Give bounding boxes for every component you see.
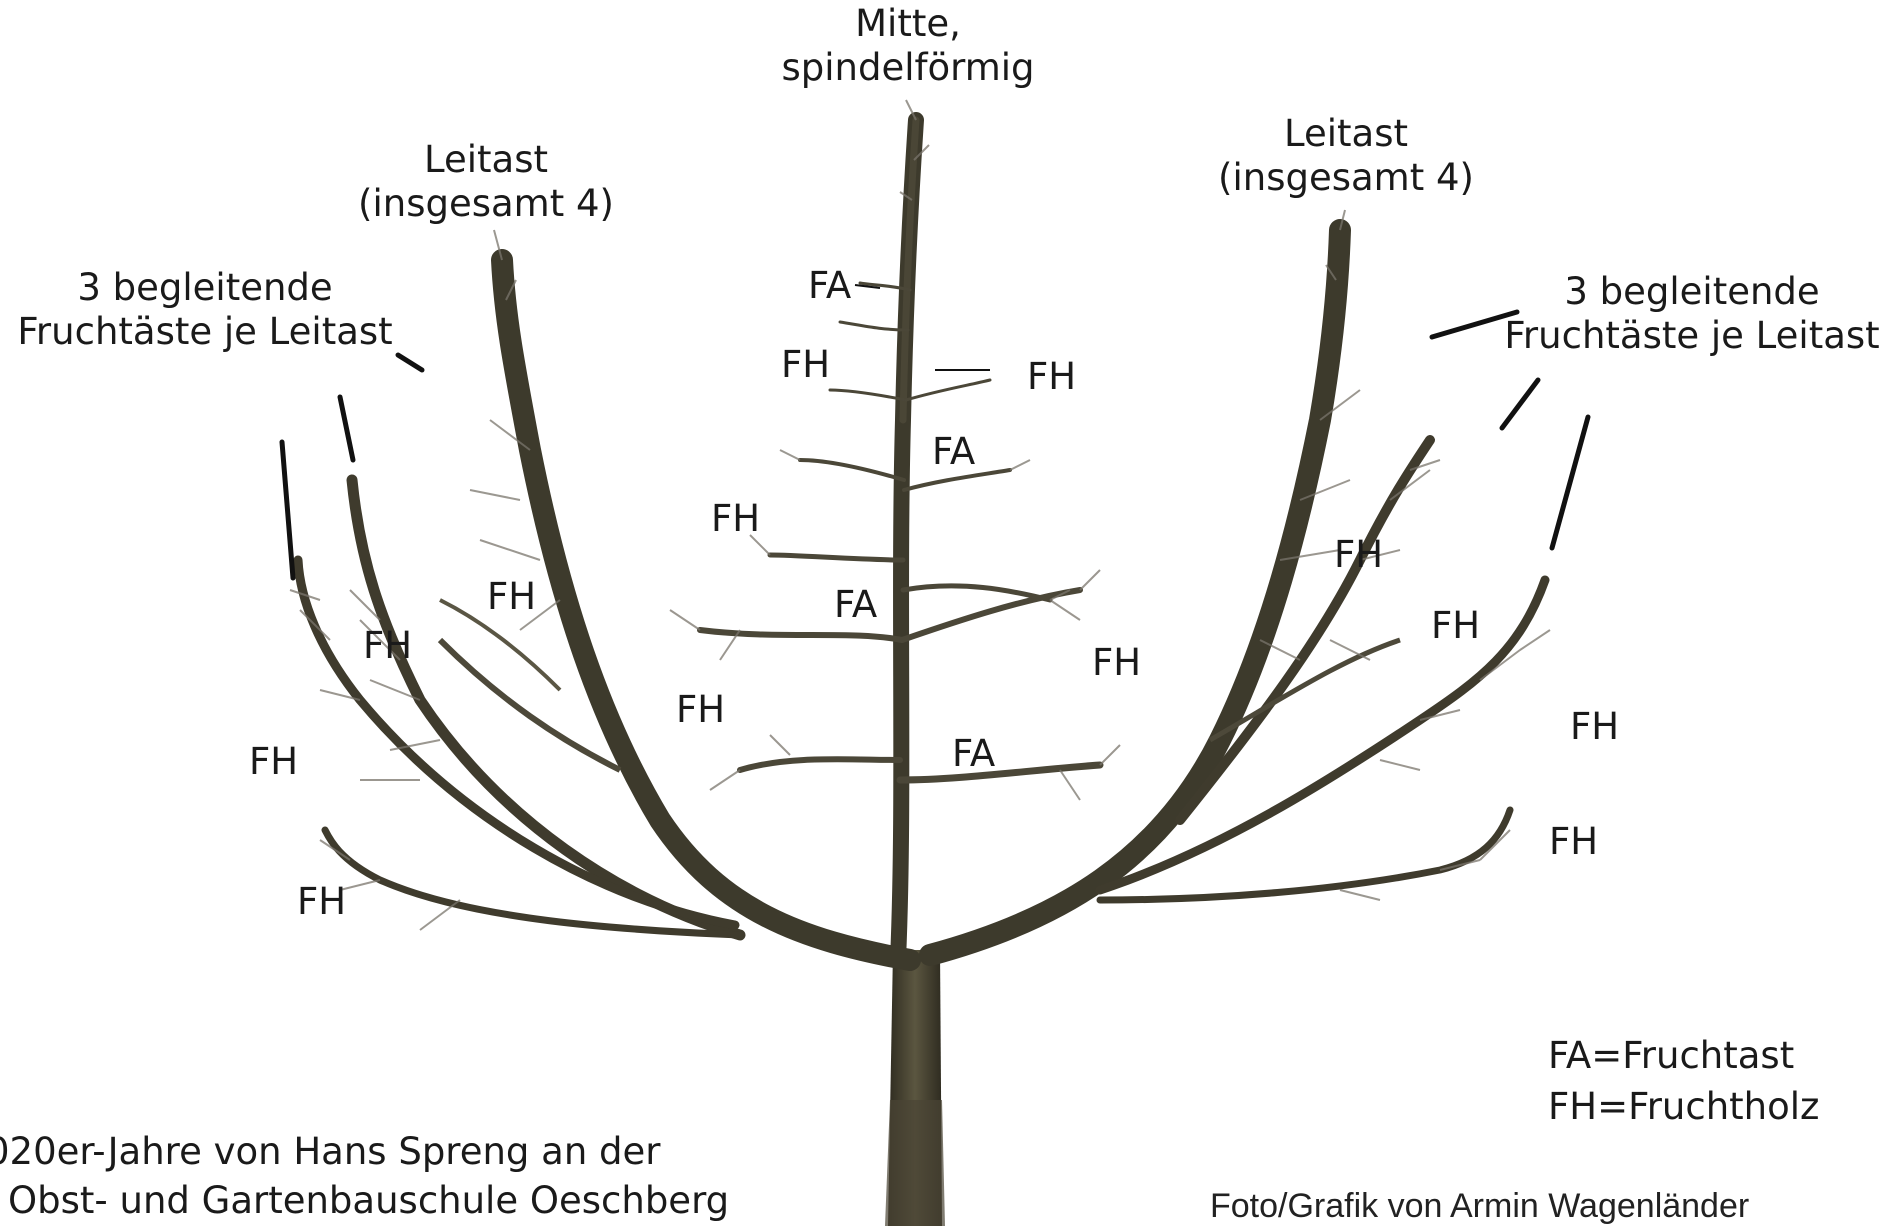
label-fruchtaeste-left-line2: Fruchtäste je Leitast <box>17 310 392 354</box>
label-fruchtaeste-left-line1: 3 begleitende <box>17 266 392 310</box>
photo-credit: Foto/Grafik von Armin Wagenländer <box>1210 1187 1749 1226</box>
marker-fh: FH <box>487 575 536 619</box>
marker-fh: FH <box>711 497 760 541</box>
marker-fh: FH <box>1027 355 1076 399</box>
marker-fa: FA <box>952 732 995 776</box>
marker-fh: FH <box>676 688 725 732</box>
label-leitast-right-line2: (insgesamt 4) <box>1218 156 1474 200</box>
marker-fh: FH <box>1570 705 1619 749</box>
marker-fh: FH <box>1334 533 1383 577</box>
marker-fh: FH <box>363 624 412 668</box>
label-mitte: Mitte, spindelförmig <box>781 2 1034 91</box>
caption: 020er-Jahre von Hans Spreng an der Obst-… <box>0 1127 729 1225</box>
marker-fa: FA <box>834 583 877 627</box>
marker-fh: FH <box>1431 604 1480 648</box>
label-fruchtaeste-left: 3 begleitende Fruchtäste je Leitast <box>17 266 392 355</box>
label-leitast-left-line1: Leitast <box>358 138 614 182</box>
label-fruchtaeste-right-line2: Fruchtäste je Leitast <box>1504 314 1879 358</box>
marker-fh: FH <box>1092 641 1141 685</box>
label-fruchtaeste-right: 3 begleitende Fruchtäste je Leitast <box>1504 270 1879 359</box>
legend: FA=Fruchtast FH=Fruchtholz <box>1548 1030 1819 1132</box>
indicator-left-1 <box>398 355 422 370</box>
legend-fh: FH=Fruchtholz <box>1548 1081 1819 1132</box>
label-fruchtaeste-right-line1: 3 begleitende <box>1504 270 1879 314</box>
marker-fa: FA <box>932 430 975 474</box>
label-leitast-left-line2: (insgesamt 4) <box>358 182 614 226</box>
indicator-left-2 <box>340 397 353 460</box>
label-leitast-right: Leitast (insgesamt 4) <box>1218 112 1474 201</box>
marker-fh: FH <box>297 880 346 924</box>
label-mitte-line1: Mitte, <box>781 2 1034 46</box>
indicator-left-3 <box>282 442 293 578</box>
label-leitast-left: Leitast (insgesamt 4) <box>358 138 614 227</box>
label-leitast-right-line1: Leitast <box>1218 112 1474 156</box>
marker-fh: FH <box>249 740 298 784</box>
caption-line2: Obst- und Gartenbauschule Oeschberg <box>8 1176 729 1225</box>
indicator-right-2 <box>1502 380 1538 428</box>
marker-fa: FA <box>808 264 851 308</box>
trunk-base <box>885 1100 945 1226</box>
marker-fh: FH <box>1549 820 1598 864</box>
indicator-right-3 <box>1552 417 1588 548</box>
legend-fa: FA=Fruchtast <box>1548 1030 1819 1081</box>
leitast-right <box>930 230 1340 955</box>
caption-line1: 020er-Jahre von Hans Spreng an der <box>0 1127 729 1176</box>
marker-fh: FH <box>781 343 830 387</box>
label-mitte-line2: spindelförmig <box>781 46 1034 90</box>
